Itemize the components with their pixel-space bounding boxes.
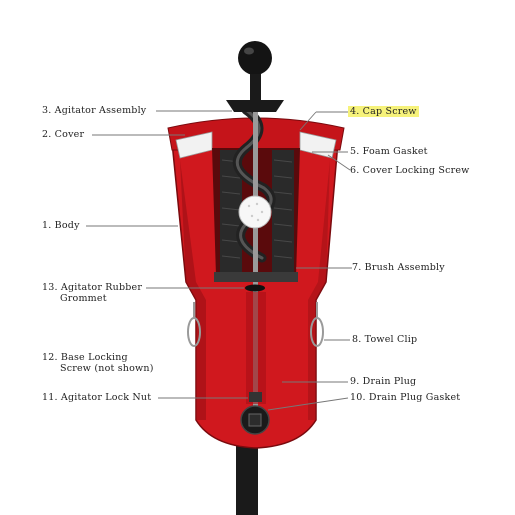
- foam-gasket: [175, 131, 213, 159]
- agitator-lock-nut: [249, 392, 262, 402]
- label-cap-screw: 4. Cap Screw: [348, 106, 419, 117]
- label-agitator-assembly: 3. Agitator Assembly: [42, 105, 147, 116]
- label-cover-locking-screw: 6. Cover Locking Screw: [350, 165, 470, 176]
- golf-ball: [238, 195, 272, 229]
- towel-clip-right: [310, 302, 324, 347]
- label-base-screw-line2: Screw (not shown): [60, 363, 154, 374]
- label-agitator-grommet-line1: 13. Agitator Rubber: [42, 282, 143, 293]
- label-base-locking-screw: 12. Base Locking Screw (not shown): [42, 352, 154, 374]
- label-towel-clip: 8. Towel Clip: [352, 334, 418, 345]
- towel-clip-left: [187, 302, 201, 347]
- agitator-handle-knob: [238, 41, 272, 75]
- label-drain-plug-gasket: 10. Drain Plug Gasket: [350, 392, 461, 403]
- agitator-shaft: [253, 76, 258, 416]
- label-drain-plug: 9. Drain Plug: [350, 376, 417, 387]
- label-brush-assembly: 7. Brush Assembly: [352, 262, 445, 273]
- brush-base-plate: [214, 272, 298, 282]
- label-agitator-lock-nut: 11. Agitator Lock Nut: [42, 392, 152, 403]
- brush-right: [272, 150, 294, 272]
- leader-lines: [86, 110, 352, 411]
- agitator-grommet: [245, 284, 265, 292]
- label-cover: 2. Cover: [42, 129, 85, 140]
- label-body: 1. Body: [42, 220, 80, 231]
- label-base-screw-line1: 12. Base Locking: [42, 352, 128, 363]
- agitator-collar: [226, 100, 284, 112]
- label-foam-gasket: 5. Foam Gasket: [350, 146, 428, 157]
- label-agitator-grommet: 13. Agitator Rubber Grommet: [42, 282, 142, 304]
- label-agitator-grommet-line2: Grommet: [60, 293, 107, 304]
